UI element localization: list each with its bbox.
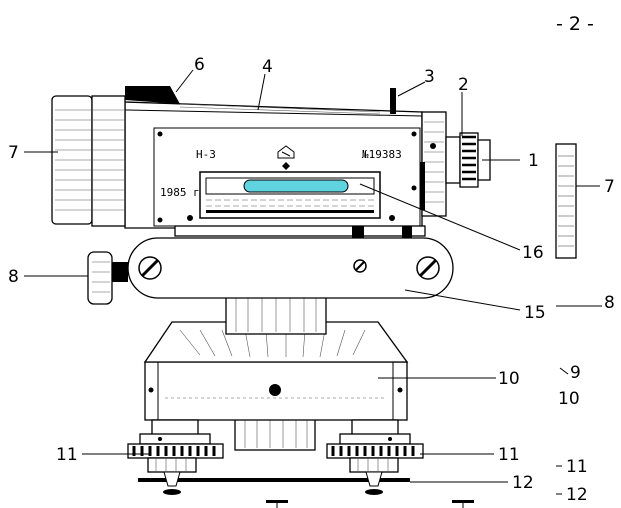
callout-1: 1 [528,151,539,171]
level-bubble [243,179,349,193]
tribrach-center-screw [269,384,281,396]
vertical-axis-cylinder [222,295,330,335]
nameplate-panel: Н-3 1985 г №19383 [153,127,421,227]
year-label: 1985 г [160,186,200,199]
callout-9: 9 [570,363,581,383]
callout-11-left: 11 [56,445,78,465]
callout-11: 11 [498,445,520,465]
callout-4: 4 [262,57,273,77]
instrument-base [87,237,454,305]
model-label: Н-3 [196,148,216,161]
callout-2: 2 [458,75,469,95]
callout-15: 15 [524,303,546,323]
objective-ring [421,111,447,217]
screw-icon [138,256,162,280]
callout-labels: 6 4 3 2 1 7 7 8 16 15 8 9 10 10 11 11 11… [8,55,615,505]
callout-11-right: 11 [566,457,588,477]
eyepiece-ring [91,95,126,227]
callout-12-right: 12 [566,485,588,505]
baseplate [138,478,410,482]
callout-7-right: 7 [604,177,615,197]
callout-3: 3 [424,67,435,87]
callout-8-right: 8 [604,293,615,313]
leveling-screw-left [127,419,224,495]
spare-eyepiece-cap [555,143,577,259]
callout-10: 10 [498,369,520,389]
sighting-device [125,86,180,104]
page-number: - 2 - [556,13,594,35]
callout-12: 12 [512,473,534,493]
leader-lines [24,69,602,495]
callout-7-left: 7 [8,143,19,163]
manufacturer-logo-icon [277,145,295,170]
leveling-screw-right [326,419,424,495]
tribrach-cone [143,321,409,363]
callout-16: 16 [522,243,544,263]
callout-6: 6 [194,55,205,75]
tripod-feet-partial [266,500,474,508]
callout-10-right: 10 [558,389,580,409]
callout-8-left: 8 [8,267,19,287]
serial-label: №19383 [362,148,402,161]
clamp-pin [390,88,396,114]
tribrach-body [143,321,409,451]
